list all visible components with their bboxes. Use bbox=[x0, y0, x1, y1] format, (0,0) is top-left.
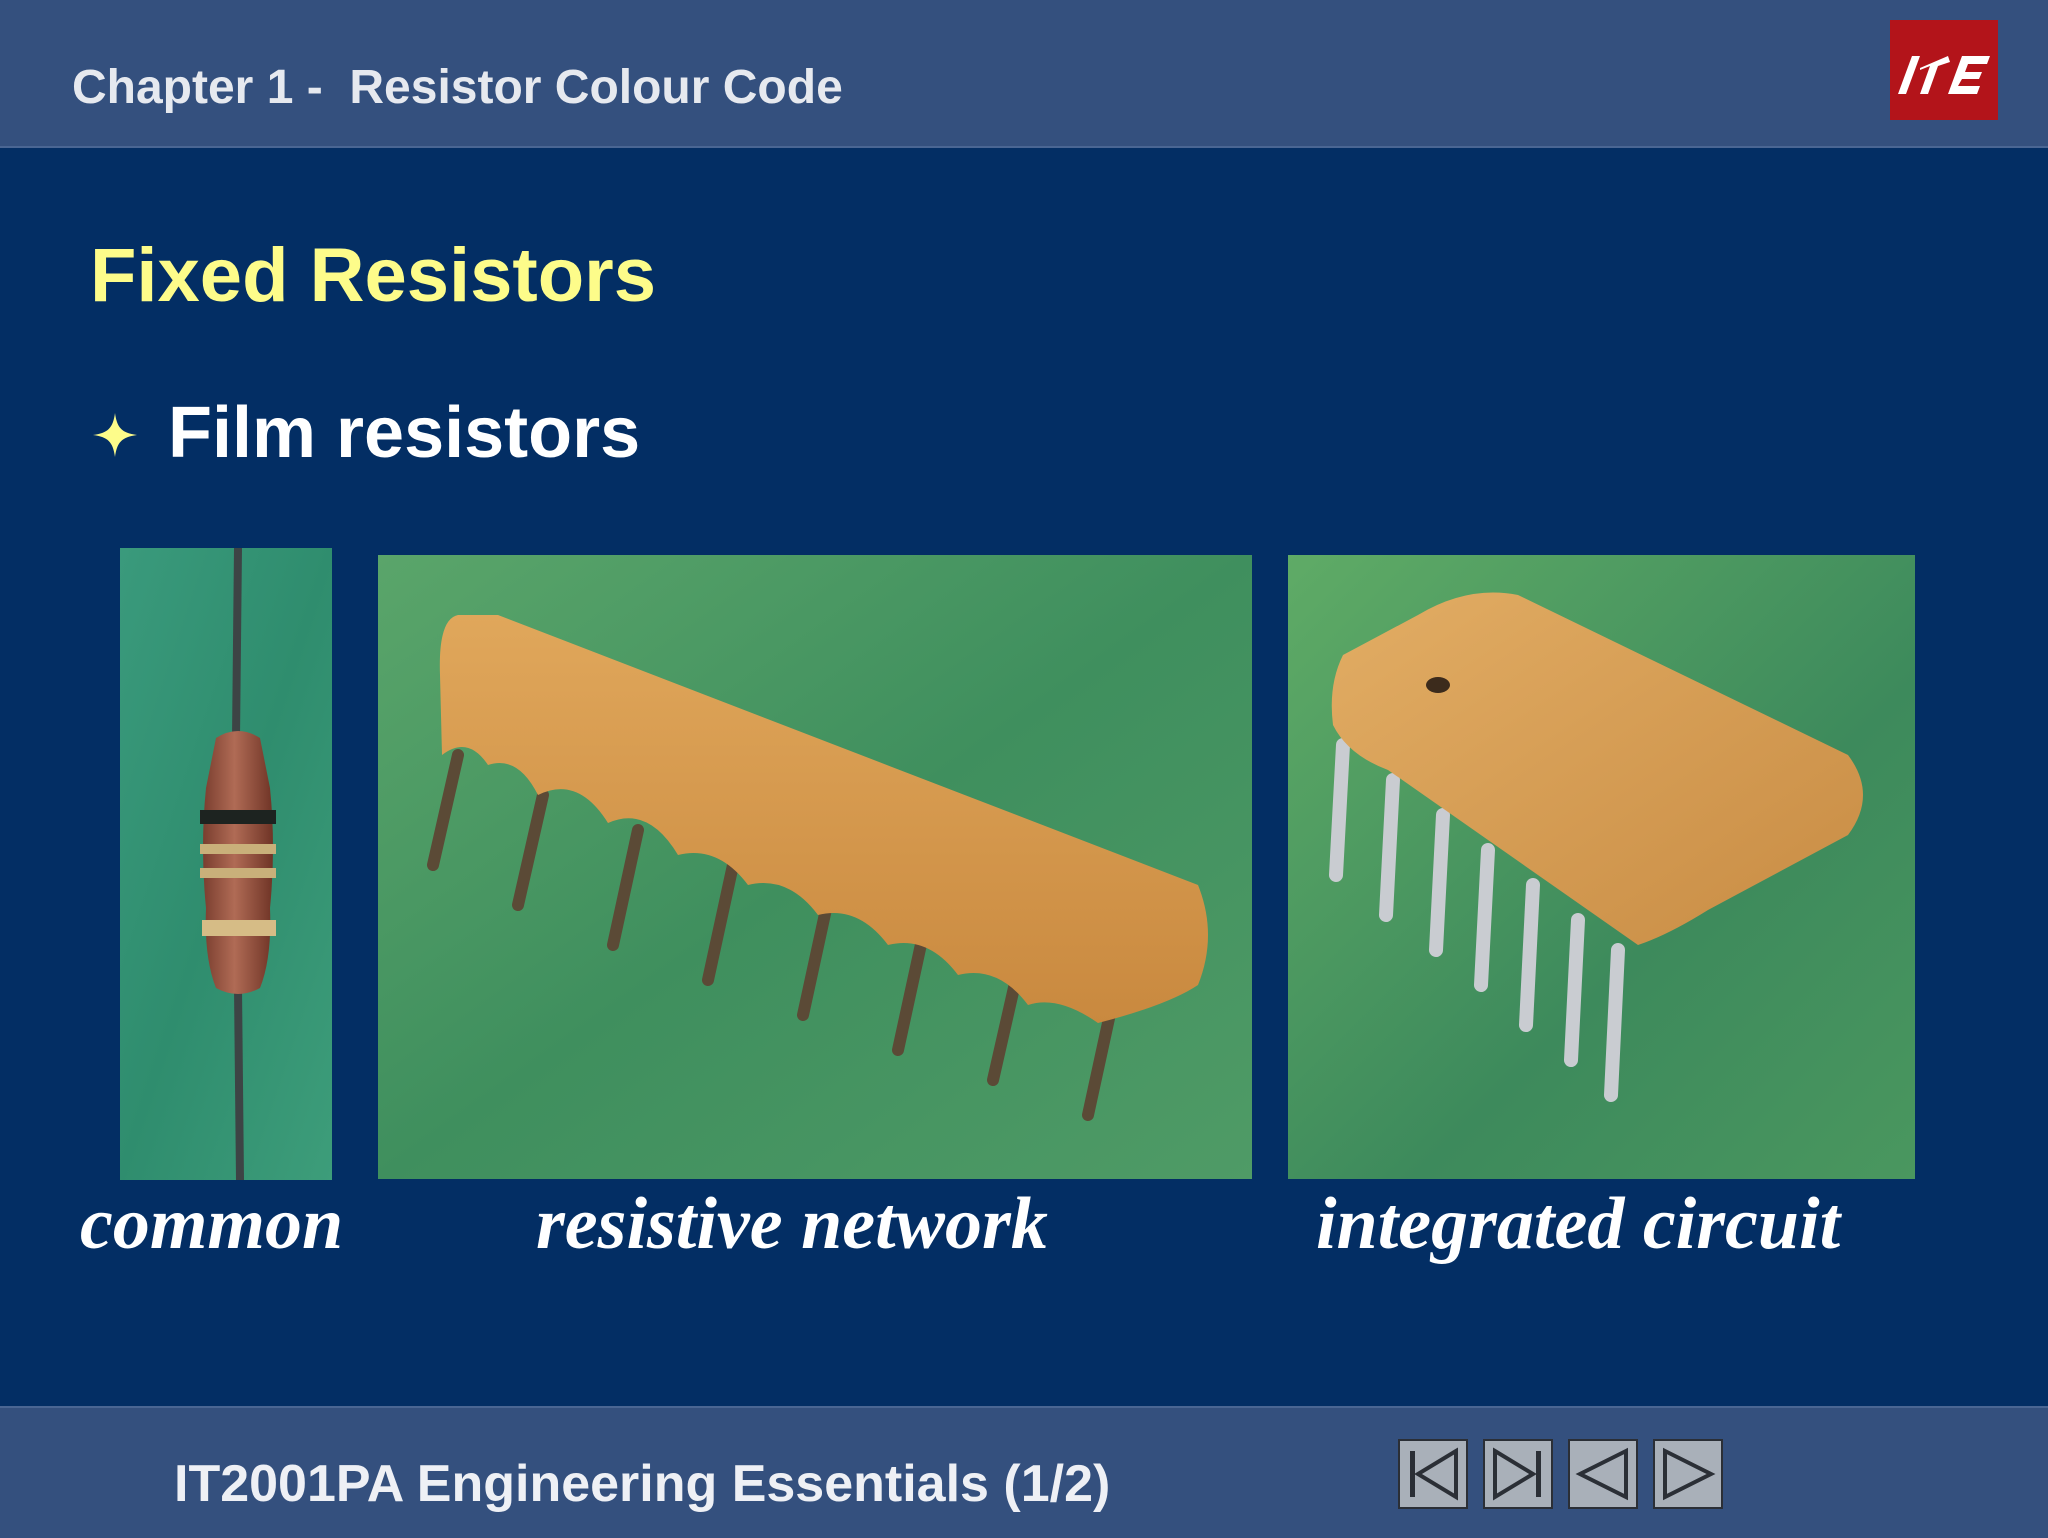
ite-logo bbox=[1890, 20, 1998, 120]
next-icon bbox=[1663, 1447, 1716, 1501]
resistive-network-photo bbox=[378, 555, 1252, 1179]
caption-resistive-network: resistive network bbox=[536, 1183, 1048, 1265]
common-resistor-photo bbox=[120, 548, 332, 1180]
footer-bar: IT2001PA Engineering Essentials (1/2) bbox=[0, 1406, 2048, 1538]
star-bullet-icon bbox=[90, 410, 140, 460]
course-title: IT2001PA Engineering Essentials (1/2) bbox=[174, 1455, 1111, 1513]
skip-first-icon bbox=[1410, 1447, 1458, 1501]
caption-common: common bbox=[80, 1183, 344, 1265]
integrated-circuit-photo bbox=[1288, 555, 1915, 1179]
bullet-text: Film resistors bbox=[168, 393, 641, 473]
caption-integrated-circuit: integrated circuit bbox=[1316, 1183, 1841, 1265]
first-slide-button[interactable] bbox=[1398, 1439, 1468, 1509]
skip-last-icon bbox=[1493, 1447, 1541, 1501]
header-bar: Chapter 1 - Resistor Colour Code bbox=[0, 0, 2048, 148]
last-slide-button[interactable] bbox=[1483, 1439, 1553, 1509]
chapter-title: Chapter 1 - Resistor Colour Code bbox=[72, 61, 843, 114]
next-slide-button[interactable] bbox=[1653, 1439, 1723, 1509]
previous-slide-button[interactable] bbox=[1568, 1439, 1638, 1509]
slide-title: Fixed Resistors bbox=[90, 233, 656, 318]
previous-icon bbox=[1575, 1447, 1628, 1501]
